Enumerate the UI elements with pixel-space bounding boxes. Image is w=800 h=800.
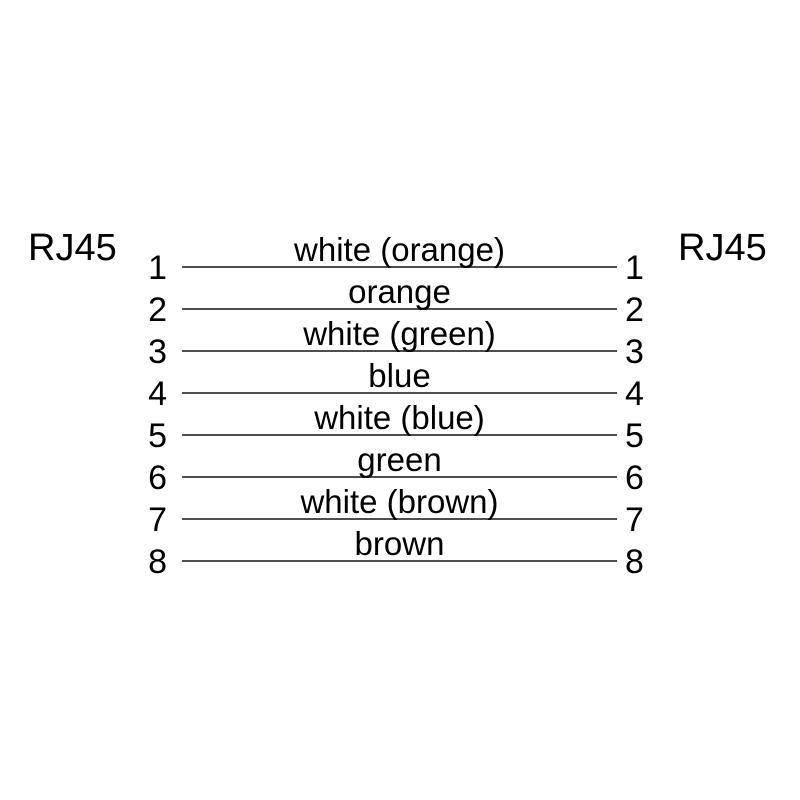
wire-line [182,560,617,562]
wire-color-label: white (blue) [314,399,485,436]
pin-number-left: 5 [148,417,167,455]
connector-label-right: RJ45 [678,227,767,269]
pin-number-right: 1 [625,249,644,287]
pin-number-right: 8 [625,543,644,581]
wire-line [182,350,617,352]
wire-color-label: white (orange) [294,231,505,268]
wire-line [182,392,617,394]
pin-number-right: 7 [625,501,644,539]
pin-number-left: 7 [148,501,167,539]
wire-color-label: white (brown) [300,483,499,520]
wire-line [182,266,617,268]
wire-line [182,434,617,436]
connector-label-left: RJ45 [28,227,117,269]
pin-number-right: 3 [625,333,644,371]
wire-color-label: blue [368,357,431,394]
pin-number-left: 6 [148,459,167,497]
pin-number-left: 2 [148,291,167,329]
pin-number-right: 2 [625,291,644,329]
wire-line [182,308,617,310]
wire-color-label: brown [354,525,445,562]
pin-number-left: 3 [148,333,167,371]
pin-number-right: 6 [625,459,644,497]
wire-color-label: white (green) [303,315,496,352]
wire-color-label: green [357,441,442,478]
pin-number-left: 4 [148,375,167,413]
wire-line [182,476,617,478]
pin-number-left: 1 [148,249,167,287]
pin-number-left: 8 [148,543,167,581]
wire-line [182,518,617,520]
pin-number-right: 5 [625,417,644,455]
pin-number-right: 4 [625,375,644,413]
wire-color-label: orange [348,273,451,310]
